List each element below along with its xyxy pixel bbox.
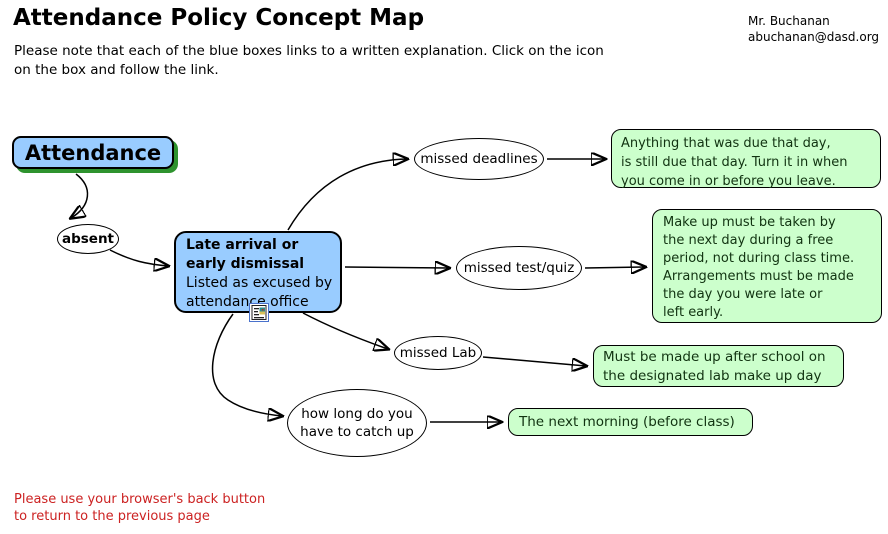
back-button-note-line-2: to return to the previous page (14, 509, 210, 524)
missed-test-quiz-label: missed test/quiz (463, 260, 575, 276)
catch-up-node: how long do you have to catch up (287, 389, 427, 457)
catch-up-label-line-2: have to catch up (300, 424, 414, 440)
instructions-text: Please note that each of the blue boxes … (14, 42, 604, 80)
lab-note-line-2: the designated lab make up day (603, 367, 822, 384)
author-name: Mr. Buchanan (748, 14, 830, 28)
deadline-note: Anything that was due that day, is still… (611, 129, 881, 189)
lab-note: Must be made up after school on the desi… (593, 345, 844, 387)
late-arrival-title-line-1: Late arrival or (186, 237, 299, 253)
deadline-note-line-2: is still due that day. Turn it in when (621, 155, 848, 170)
missed-lab-label: missed Lab (399, 345, 477, 361)
deadline-note-line-3: you come in or before you leave. (621, 174, 836, 189)
arrow-late-deadlines (287, 159, 407, 231)
test-note-line-4: Arrangements must be made (663, 269, 854, 284)
test-note-line-2: the next day during a free (663, 233, 834, 248)
arrow-late-lab (302, 312, 388, 349)
arrow-absent-late (109, 249, 168, 266)
arrow-testquiz-note (584, 267, 645, 268)
deadline-note-line-1: Anything that was due that day, (621, 136, 831, 151)
late-arrival-text-line-2: attendance office (186, 294, 309, 310)
attendance-node: Attendance (12, 136, 174, 169)
late-arrival-node: Late arrival or early dismissal Listed a… (174, 231, 342, 313)
late-arrival-title-line-2: early dismissal (186, 256, 305, 272)
test-note-line-1: Make up must be taken by (663, 215, 836, 230)
linked-document-icon[interactable] (249, 303, 269, 322)
instructions-line-1: Please note that each of the blue boxes … (14, 43, 604, 59)
page-title: Attendance Policy Concept Map (13, 5, 425, 31)
late-arrival-text-line-1: Listed as excused by (186, 275, 333, 291)
catch-up-label-line-1: how long do you (301, 406, 413, 422)
arrow-late-testquiz (344, 267, 449, 268)
test-note-line-6: left early. (663, 305, 724, 320)
test-note: Make up must be taken by the next day du… (652, 209, 882, 323)
attendance-label: Attendance (24, 140, 162, 165)
test-note-line-5: the day you were late or (663, 287, 823, 302)
missed-deadlines-label: missed deadlines (420, 151, 538, 167)
author-info: Mr. Buchanan abuchanan@dasd.org (748, 13, 879, 45)
arrow-lab-note (482, 356, 586, 366)
absent-label: absent (61, 231, 115, 247)
arrow-attendance-absent (71, 173, 89, 218)
instructions-line-2: on the box and follow the link. (14, 62, 219, 78)
back-button-note: Please use your browser's back button to… (14, 491, 265, 525)
author-email: abuchanan@dasd.org (748, 30, 880, 44)
absent-node: absent (57, 224, 119, 254)
test-note-line-3: period, not during class time. (663, 251, 855, 266)
back-button-note-line-1: Please use your browser's back button (14, 492, 266, 507)
arrow-late-catchup (211, 313, 282, 416)
missed-deadlines-node: missed deadlines (414, 138, 544, 180)
missed-test-quiz-node: missed test/quiz (456, 246, 582, 290)
catch-up-note-label: The next morning (before class) (519, 414, 735, 430)
missed-lab-node: missed Lab (394, 336, 482, 370)
catch-up-note: The next morning (before class) (508, 408, 753, 436)
lab-note-line-1: Must be made up after school on (603, 349, 826, 365)
